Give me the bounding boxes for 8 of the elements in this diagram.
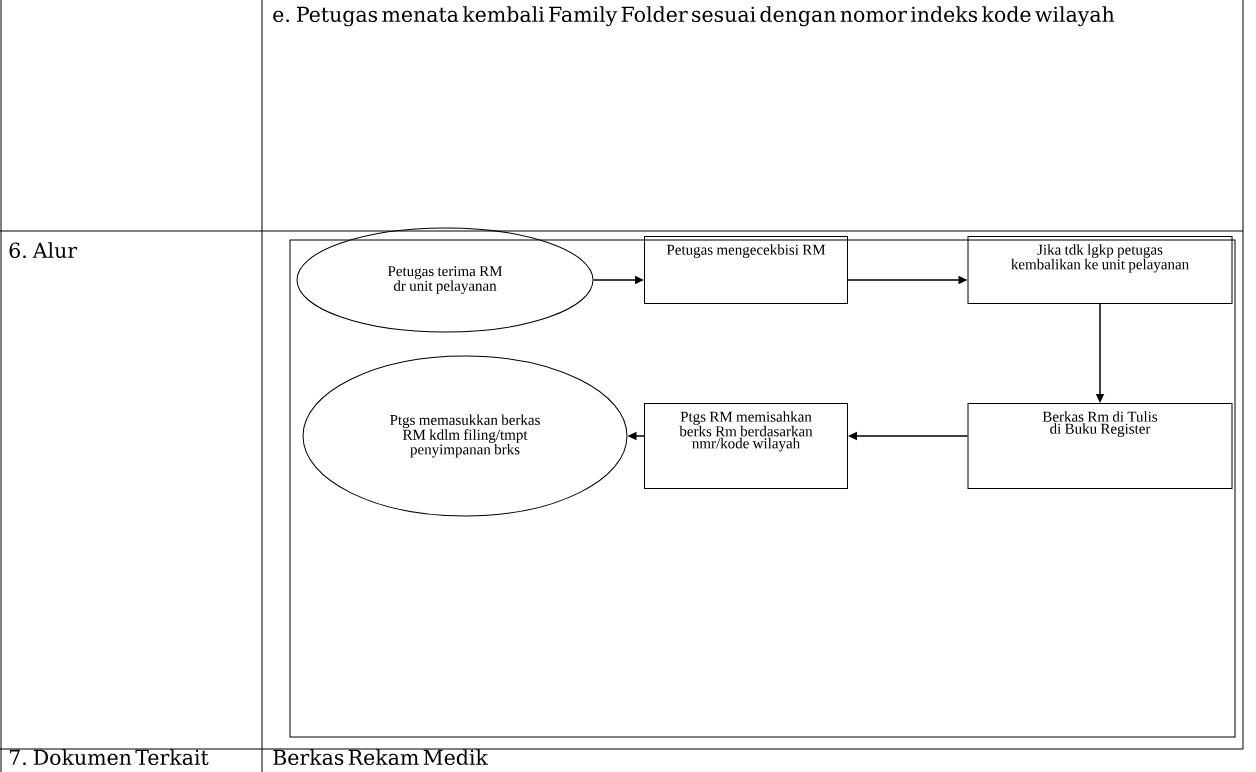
row-heading: 7. Dokumen Terkait xyxy=(9,749,209,766)
table-cell-text: e. Petugas menata kembali Family Folder sesuai dengan nomor indeks kode wilayah xyxy=(273,6,1115,27)
process-box: Ptgs RM memisahkan berks Rm berdasarkan nmr/kode wilayah xyxy=(644,403,848,489)
table-cell-text: Berkas Rekam Medik xyxy=(273,749,489,766)
process-box: Jika tdk lgkp petugas kembalikan ke unit pelayanan xyxy=(967,236,1233,304)
process-box: Berkas Rm di Tulis di Buku Register xyxy=(967,403,1233,489)
process-box: Petugas mengecekbisi RM xyxy=(644,236,848,304)
row-heading: 6. Alur xyxy=(9,242,78,259)
